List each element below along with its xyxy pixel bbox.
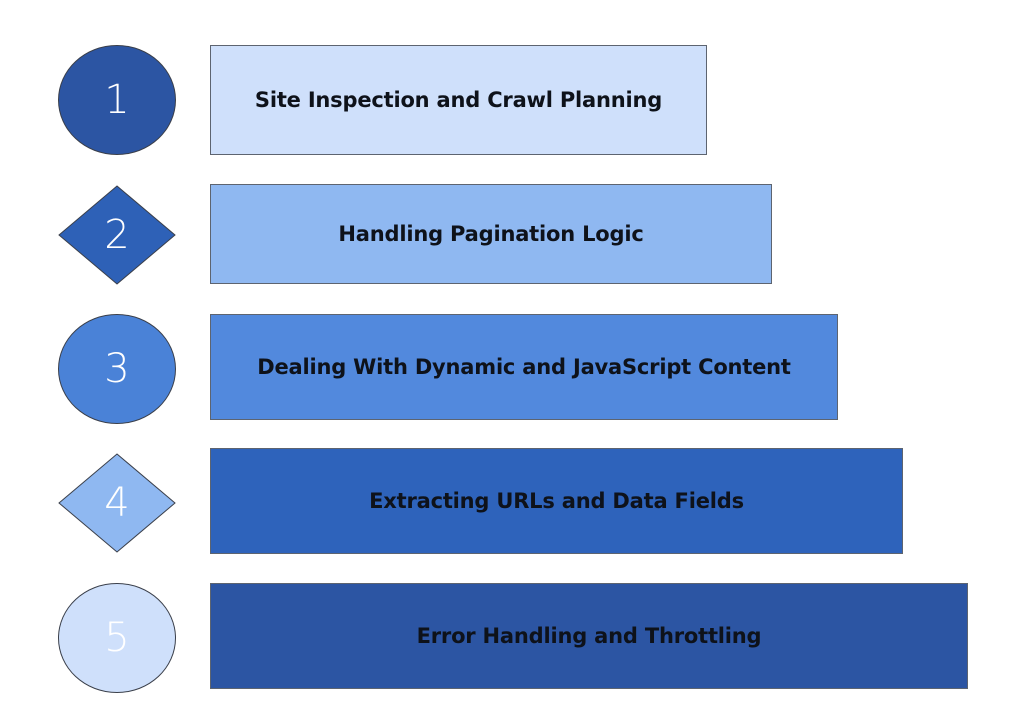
step-2-label: Handling Pagination Logic	[338, 222, 644, 246]
step-1-number: 1	[104, 77, 130, 123]
step-2-diamond-shape	[58, 185, 176, 285]
step-2-diamond-badge: 2	[58, 185, 176, 285]
step-4-diamond-badge: 4	[58, 453, 176, 553]
step-4-box: Extracting URLs and Data Fields	[210, 448, 903, 554]
step-1-label: Site Inspection and Crawl Planning	[254, 88, 663, 112]
step-4-number: 4	[104, 480, 130, 526]
step-5-circle-badge: 5	[58, 583, 176, 693]
step-4-label: Extracting URLs and Data Fields	[369, 489, 744, 513]
step-5-number: 5	[104, 615, 130, 661]
step-5-label: Error Handling and Throttling	[416, 624, 762, 648]
step-2-number: 2	[104, 212, 130, 258]
step-1-circle-badge: 1	[58, 45, 176, 155]
step-3-circle-badge: 3	[58, 314, 176, 424]
step-3-number: 3	[104, 346, 130, 392]
step-4-diamond-shape	[58, 453, 176, 553]
step-3-box: Dealing With Dynamic and JavaScript Cont…	[210, 314, 838, 420]
step-2-box: Handling Pagination Logic	[210, 184, 772, 284]
step-3-label: Dealing With Dynamic and JavaScript Cont…	[257, 355, 791, 379]
step-1-box: Site Inspection and Crawl Planning	[210, 45, 707, 155]
step-5-box: Error Handling and Throttling	[210, 583, 968, 689]
